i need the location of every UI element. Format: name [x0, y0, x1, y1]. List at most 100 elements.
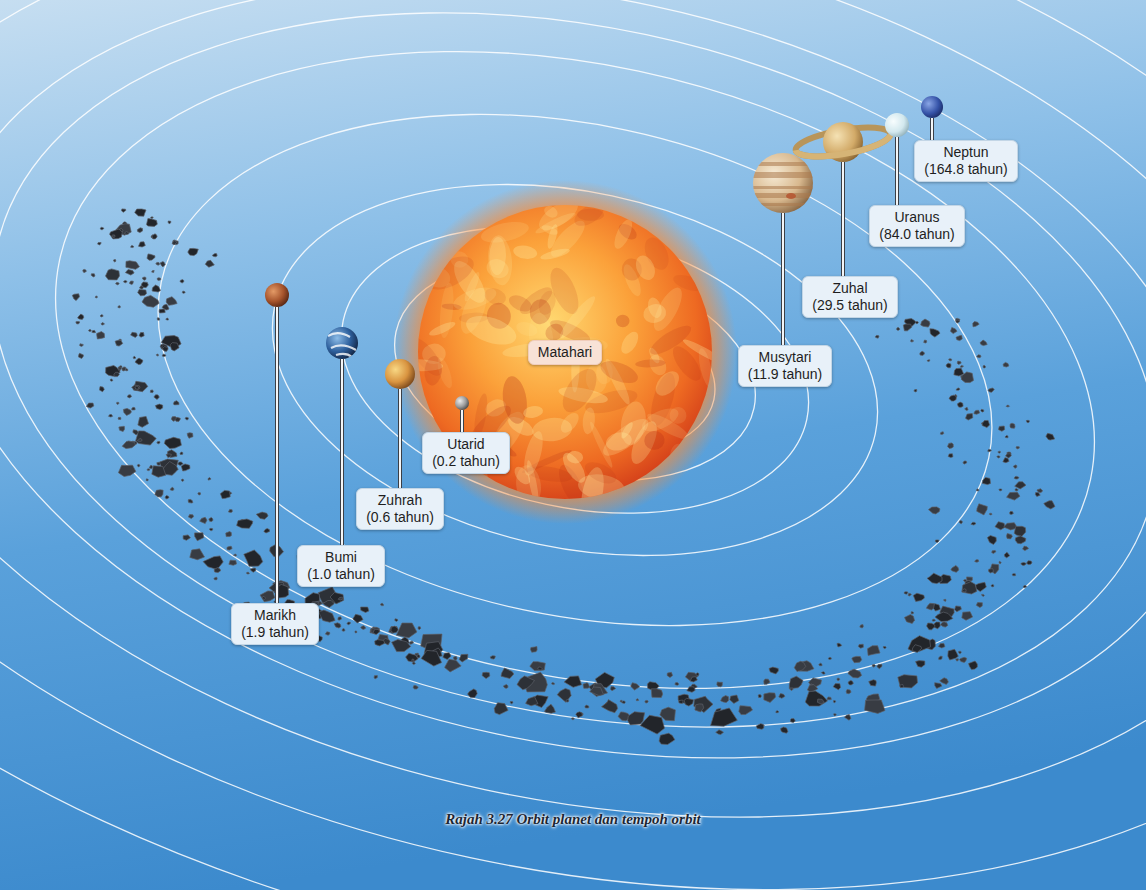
- orbit-period: (11.9 tahun): [748, 366, 822, 383]
- asteroid-rock: [83, 269, 87, 272]
- asteroid-rock: [828, 658, 831, 660]
- asteroid-rock: [180, 280, 184, 283]
- asteroid-rock: [155, 490, 163, 497]
- asteroid-rock: [949, 395, 956, 401]
- planet-name: Zuhal: [812, 280, 888, 297]
- asteroid-rock: [954, 368, 964, 376]
- asteroid-rock: [794, 661, 805, 671]
- sun-spot: [556, 293, 598, 341]
- asteroid-rock: [347, 622, 350, 625]
- asteroid-rock: [124, 281, 128, 283]
- asteroid-rock: [941, 622, 948, 627]
- asteroid-rock: [572, 718, 575, 720]
- asteroid-rock: [789, 676, 803, 689]
- asteroid-rock: [118, 417, 121, 419]
- asteroid-rock: [848, 681, 853, 685]
- asteroid-rock: [916, 661, 925, 668]
- asteroid-rock: [166, 297, 177, 306]
- asteroid-rock: [695, 704, 704, 712]
- asteroid-rock: [1026, 420, 1029, 422]
- asteroid-rock: [976, 489, 979, 491]
- asteroid-rock: [957, 361, 961, 364]
- asteroid-rock: [877, 664, 882, 669]
- asteroid-rock: [921, 319, 930, 327]
- sun-spot: [520, 429, 546, 477]
- asteroid-rock: [183, 535, 190, 540]
- asteroid-rock: [982, 477, 990, 484]
- asteroid-rock: [98, 243, 102, 245]
- asteroid-rock: [776, 711, 779, 713]
- asteroid-rock: [125, 368, 128, 371]
- orbit-period: (84.0 tahun): [879, 226, 955, 243]
- asteroid-rock: [756, 724, 764, 730]
- sun-spot: [500, 375, 530, 426]
- asteroid-rock: [898, 675, 918, 688]
- asteroid-rock: [983, 365, 985, 368]
- asteroid-rock: [959, 521, 962, 524]
- figure-caption: Rajah 3.27 Orbit planet dan tempoh orbit: [0, 811, 1146, 828]
- asteroid-rock: [100, 315, 103, 317]
- asteroid-rock: [166, 454, 171, 458]
- asteroid-rock: [949, 359, 952, 361]
- asteroid-rock: [982, 420, 989, 427]
- asteroid-rock: [837, 678, 840, 681]
- asteroid-rock: [109, 415, 113, 418]
- earth-clouds: [328, 333, 356, 357]
- planet-label: Marikh(1.9 tahun): [231, 603, 319, 645]
- asteroid-rock: [136, 431, 157, 445]
- asteroid-rock: [195, 533, 204, 541]
- sun-label: Matahari: [528, 340, 602, 365]
- saturn-ring-back: [794, 122, 893, 162]
- asteroid-rock: [946, 363, 951, 368]
- asteroid-rock: [948, 649, 959, 660]
- asteroid-rock: [935, 612, 953, 622]
- asteroid-rock: [490, 656, 495, 659]
- asteroid-rock: [868, 646, 881, 656]
- asteroid-rock: [228, 509, 232, 512]
- asteroid-rock: [976, 582, 987, 591]
- asteroid-rock: [675, 683, 679, 686]
- asteroid-rock: [1013, 465, 1017, 468]
- asteroid-rock: [157, 318, 159, 321]
- asteroid-rock: [538, 667, 543, 670]
- asteroid-rock: [531, 647, 538, 653]
- asteroid-rock: [977, 504, 988, 515]
- sun-spot: [489, 237, 507, 276]
- asteroid-rock: [170, 487, 174, 490]
- asteroid-rock: [166, 318, 169, 320]
- asteroid-rock: [739, 706, 753, 715]
- cloud-swirl: [328, 333, 350, 337]
- asteroid-rock: [872, 665, 875, 668]
- asteroid-rock: [185, 417, 188, 420]
- asteroid-rock: [526, 697, 538, 706]
- asteroid-rock: [908, 636, 931, 652]
- asteroid-rock: [468, 689, 478, 698]
- orbit-period: (29.5 tahun): [812, 297, 888, 314]
- asteroid-rock: [552, 683, 555, 685]
- asteroid-rock: [779, 694, 785, 699]
- asteroid-rock: [955, 606, 962, 612]
- asteroid-rock: [860, 625, 864, 628]
- asteroid-rock: [361, 607, 369, 613]
- asteroid-rock: [412, 662, 415, 665]
- asteroid-rock: [1014, 476, 1019, 479]
- asteroid-rock: [132, 407, 135, 410]
- asteroid-rock: [960, 657, 967, 662]
- asteroid-rock: [380, 603, 383, 605]
- asteroid-rock: [137, 438, 142, 441]
- asteroid-rock: [150, 390, 153, 393]
- sun-spot: [651, 367, 683, 400]
- leader-line: [781, 213, 785, 345]
- asteroid-rock: [819, 663, 822, 666]
- orbit-period: (1.0 tahun): [307, 566, 375, 583]
- asteroid-rock: [980, 340, 987, 346]
- asteroid-rock: [122, 441, 135, 449]
- asteroid-rock: [940, 678, 949, 685]
- planet-name: Zuhrah: [366, 492, 434, 509]
- asteroid-rock: [938, 643, 945, 648]
- asteroid-rock: [1007, 533, 1013, 539]
- asteroid-rock: [152, 466, 166, 477]
- asteroid-rock: [903, 324, 911, 331]
- asteroid-rock: [883, 647, 886, 649]
- jupiter-bands: [750, 162, 820, 206]
